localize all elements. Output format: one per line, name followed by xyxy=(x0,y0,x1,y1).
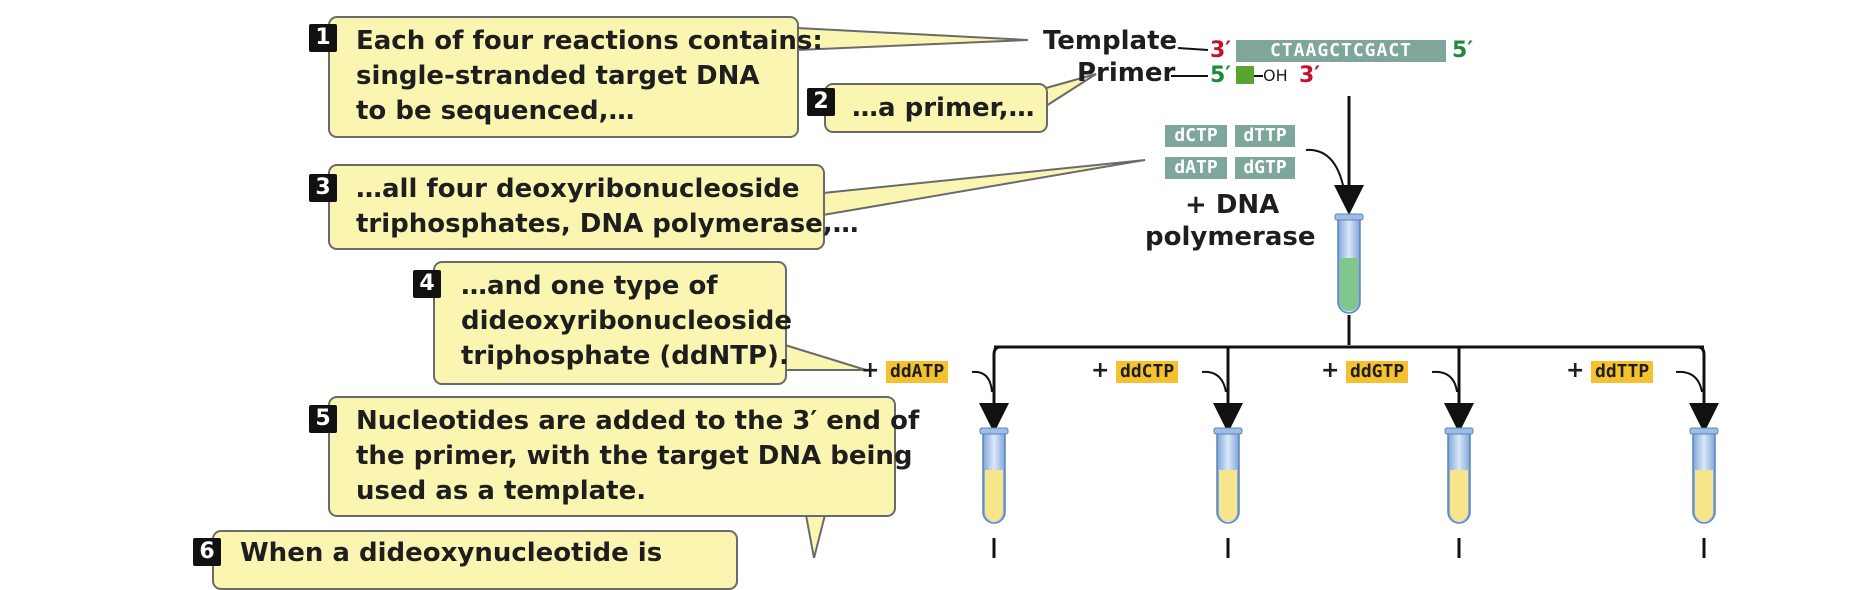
primer-3prime: 3′ xyxy=(1299,63,1321,88)
template-5prime: 5′ xyxy=(1452,38,1474,63)
callout-pointers xyxy=(784,26,1146,558)
template-3prime: 3′ xyxy=(1210,38,1232,63)
ddttp-label: ddTTP xyxy=(1591,361,1654,383)
step-3-badge: 3 xyxy=(309,174,337,202)
tube-ddttp xyxy=(1689,427,1719,524)
dntp-dgtp: dGTP xyxy=(1235,157,1295,179)
tube-ddctp xyxy=(1213,427,1243,524)
primer-block xyxy=(1236,66,1254,84)
polymerase-line-2: polymerase xyxy=(1145,222,1316,252)
ddatp-label: ddATP xyxy=(886,361,949,383)
tube-ddatp xyxy=(979,427,1009,524)
template-sequence: CTAAGCTCGACT xyxy=(1236,40,1446,62)
step-2-callout: …a primer,… xyxy=(824,83,1048,133)
step-4-badge: 4 xyxy=(413,270,441,298)
step-4-callout: …and one type of dideoxyribonucleoside t… xyxy=(433,261,792,385)
ddttp-plus: + xyxy=(1566,358,1585,383)
template-label: Template xyxy=(1043,26,1178,56)
tube-polymerase xyxy=(1334,213,1364,314)
ddctp-label: ddCTP xyxy=(1116,361,1179,383)
primer-oh: OH xyxy=(1263,66,1288,85)
step-6-callout: When a dideoxynucleotide is xyxy=(212,530,738,590)
ddctp-plus: + xyxy=(1091,358,1110,383)
ddgtp-plus: + xyxy=(1321,358,1340,383)
polymerase-line-1: + DNA xyxy=(1185,190,1280,220)
dntp-datp: dATP xyxy=(1165,157,1227,179)
primer-label: Primer xyxy=(1077,58,1176,88)
primer-5prime: 5′ xyxy=(1210,63,1232,88)
step-1-badge: 1 xyxy=(309,24,337,52)
dntp-dctp: dCTP xyxy=(1165,125,1227,147)
step-5-badge: 5 xyxy=(309,405,337,433)
ddatp-plus: + xyxy=(861,358,880,383)
tube-ddgtp xyxy=(1444,427,1474,524)
flow-arrows xyxy=(971,96,1719,558)
step-5-callout: Nucleotides are added to the 3′ end of t… xyxy=(328,396,919,517)
ddgtp-label: ddGTP xyxy=(1346,361,1409,383)
dntp-dttp: dTTP xyxy=(1235,125,1295,147)
step-2-badge: 2 xyxy=(807,88,835,116)
step-6-badge: 6 xyxy=(193,538,221,566)
label-leaders xyxy=(1171,47,1209,77)
step-3-callout: …all four deoxyribonucleoside triphospha… xyxy=(328,164,859,250)
step-1-callout: Each of four reactions contains: single-… xyxy=(328,16,823,138)
